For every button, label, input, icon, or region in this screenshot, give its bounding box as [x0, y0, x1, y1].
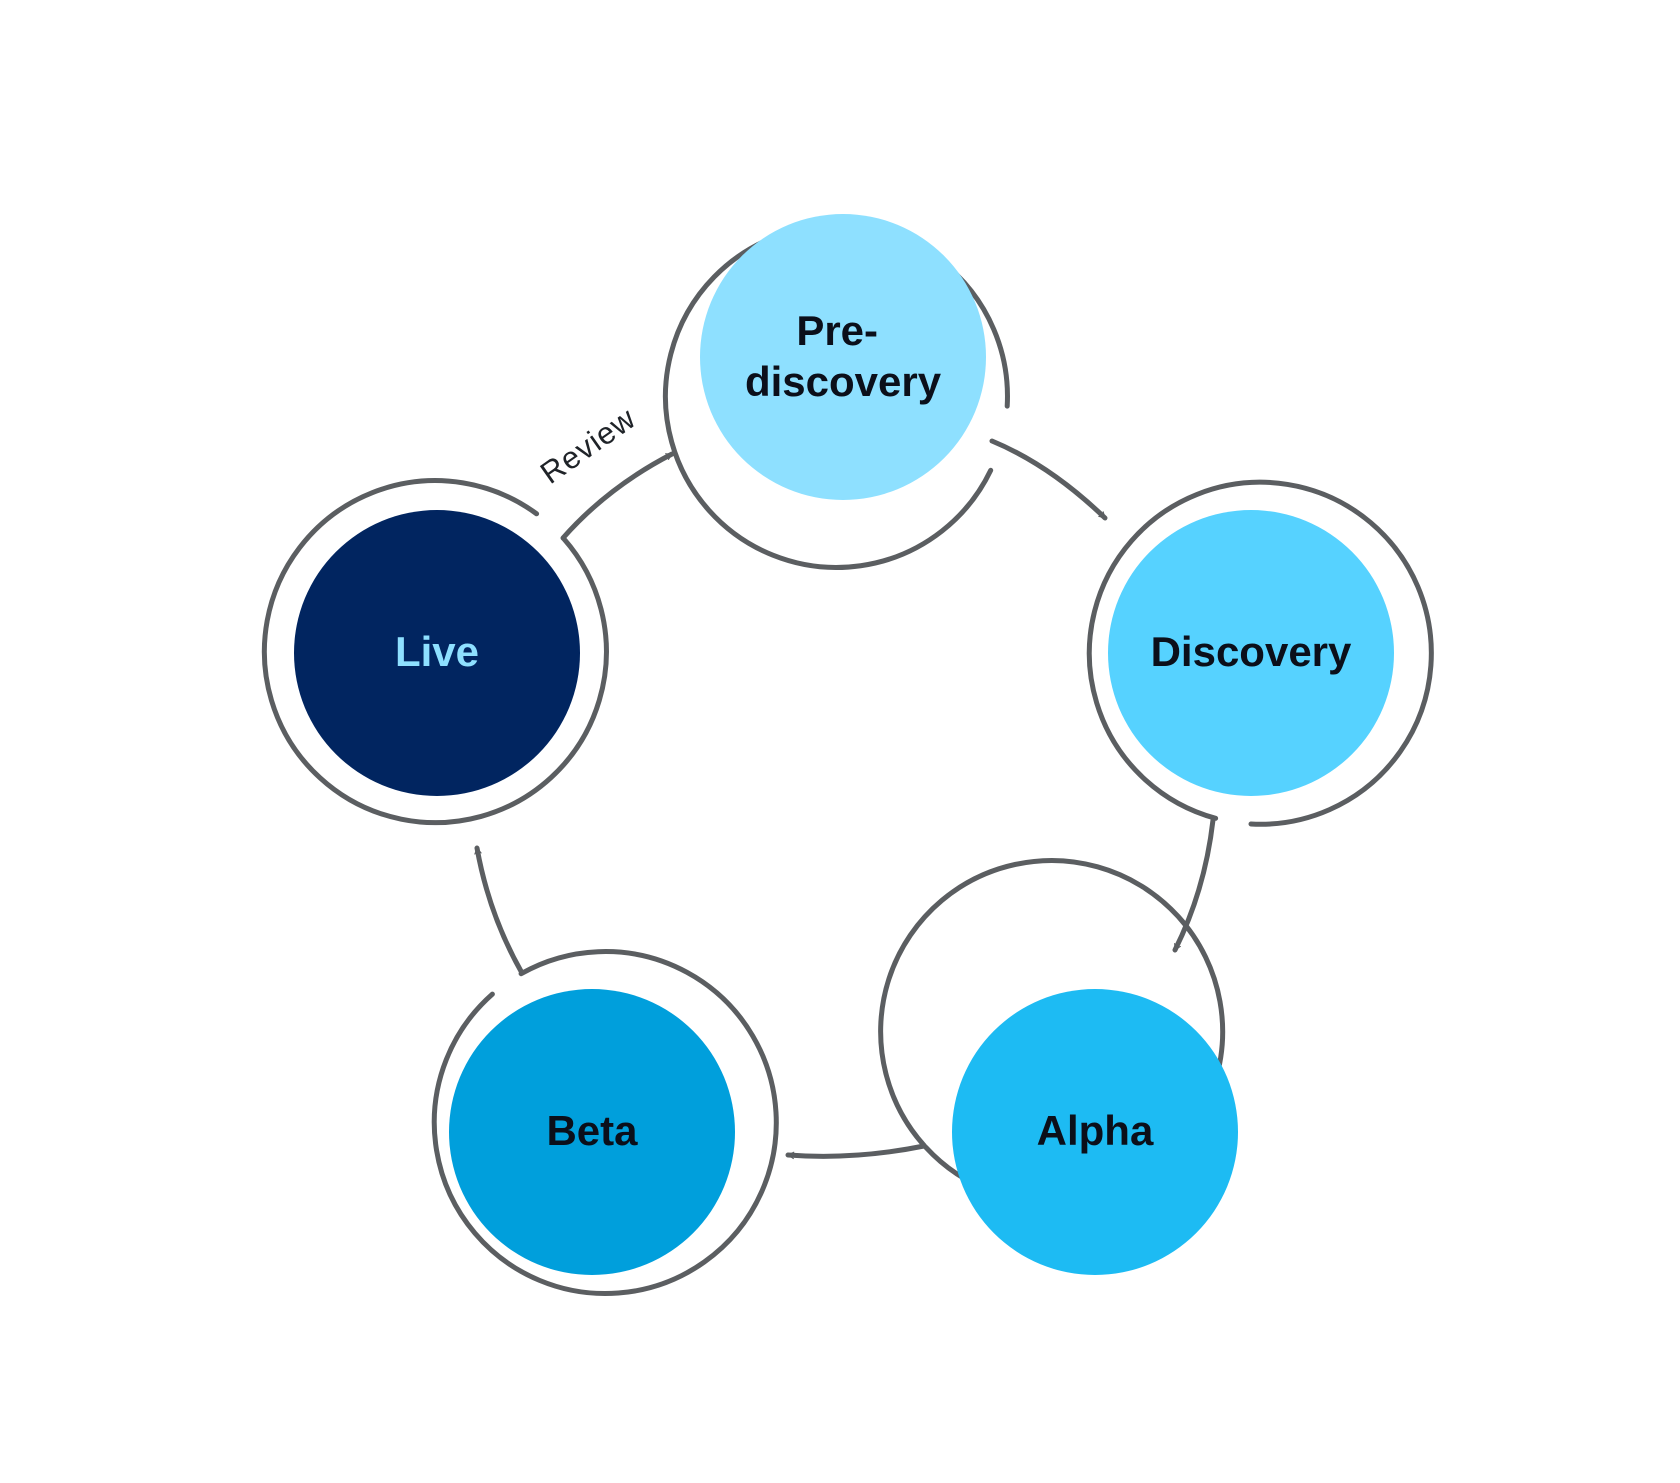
- stage-discovery-ring: [1086, 479, 1434, 827]
- stage-pre-discovery: Pre- discovery: [663, 214, 1010, 570]
- stage-live-label: Live: [395, 628, 479, 675]
- arrow-pre-discovery-to-discovery: [989, 438, 1108, 521]
- stage-live-ring: [261, 478, 609, 826]
- stage-discovery-label: Discovery: [1151, 628, 1352, 675]
- arrow-beta-to-live: [474, 845, 525, 976]
- stage-live: Live: [261, 478, 609, 826]
- stage-pre-discovery-circle: [700, 214, 986, 500]
- arrow-live-to-pre-discovery: [560, 451, 675, 541]
- stage-alpha: Alpha: [878, 858, 1238, 1275]
- stage-pre-discovery-label: Pre- discovery: [745, 307, 942, 405]
- stage-live-circle: [294, 510, 580, 796]
- stage-beta-ring: [431, 949, 779, 1297]
- stage-beta: Beta: [431, 949, 779, 1297]
- stage-beta-circle: [449, 989, 735, 1275]
- stage-discovery: Discovery: [1086, 479, 1434, 827]
- arrow-discovery-to-alpha: [1172, 817, 1216, 953]
- stage-alpha-circle: [952, 989, 1238, 1275]
- stage-beta-label: Beta: [546, 1107, 638, 1154]
- review-label: Review: [534, 400, 642, 490]
- stage-pre-discovery-label-line-2: discovery: [745, 358, 942, 405]
- arrow-alpha-to-beta: [785, 1143, 927, 1160]
- stage-discovery-circle: [1108, 510, 1394, 796]
- stage-pre-discovery-label-line-1: Pre-: [796, 307, 878, 354]
- stage-alpha-label: Alpha: [1037, 1107, 1154, 1154]
